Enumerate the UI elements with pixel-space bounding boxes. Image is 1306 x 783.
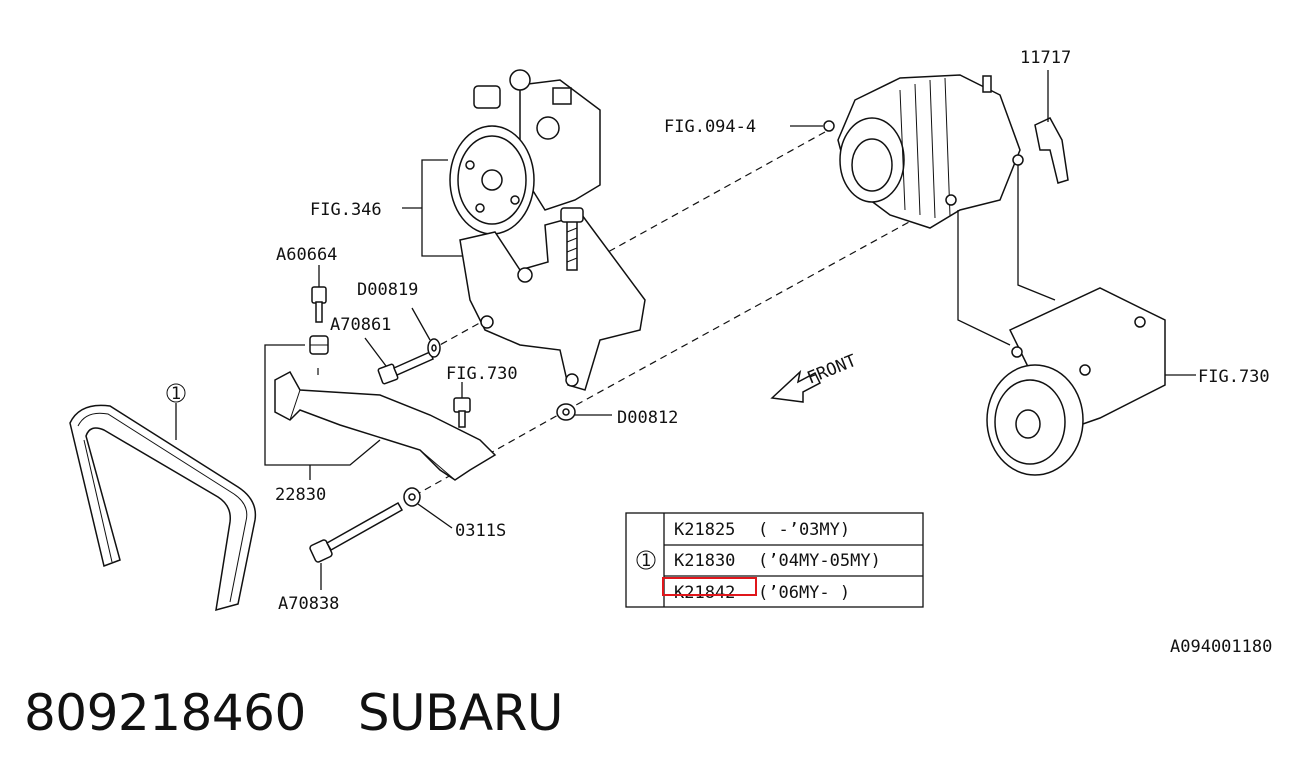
ac-compressor [986, 287, 1166, 476]
belt-ref-marker: 1 [166, 383, 186, 440]
figure-code: A094001180 [1170, 637, 1272, 657]
bolt-a60664 [311, 265, 327, 323]
label-11717: 11717 [1020, 48, 1071, 68]
fig346-bracket-lines [402, 159, 462, 257]
pump-bracket [459, 207, 646, 391]
washer-d00812 [556, 403, 612, 421]
bolt-a70861 [364, 337, 434, 385]
callout-labels: 11717 FIG.094-4 FIG.346 A60664 D00819 A7… [275, 48, 1272, 657]
part-number-cell: K21830 [674, 551, 735, 571]
power-steering-pump [449, 69, 601, 235]
table-row: K21825 ( -’03MY) [674, 520, 850, 540]
table-row: K21830 (’04MY-05MY) [674, 551, 881, 571]
bolt-a70838 [309, 501, 404, 590]
model-year-cell: (’04MY-05MY) [758, 551, 881, 571]
washer-d00819 [411, 307, 441, 358]
caption: 809218460 SUBARU [24, 684, 615, 742]
label-d00812: D00812 [617, 408, 678, 428]
label-22830: 22830 [275, 485, 326, 505]
part-number-cell: K21842 [674, 583, 735, 603]
label-a70861: A70861 [330, 315, 391, 335]
bracket-22830-lines [264, 344, 381, 480]
label-fig346: FIG.346 [310, 200, 382, 220]
label-a60664: A60664 [276, 245, 337, 265]
label-0311s: 0311S [455, 521, 506, 541]
alternator [823, 74, 1021, 229]
table-row: K21842 (’06MY- ) [674, 583, 850, 603]
belt-ref-number: 1 [171, 384, 181, 404]
part-number: 809218460 [24, 684, 306, 742]
alternator-stay-11717 [1012, 70, 1069, 184]
grommet [309, 335, 329, 355]
label-fig730-compressor: FIG.730 [1198, 367, 1270, 387]
compressor-leader-lines [957, 165, 1196, 376]
front-label: FRONT [804, 351, 859, 389]
compressor-bracket [274, 370, 497, 481]
parts-table: 1 K21825 ( -’03MY) K21830 (’04MY-05MY) K… [625, 512, 924, 608]
highlight-box [662, 577, 757, 596]
bolt-fig730 [453, 382, 471, 428]
label-a70838: A70838 [278, 594, 339, 614]
drive-belt [69, 404, 257, 612]
label-d00819: D00819 [357, 280, 418, 300]
front-arrow: FRONT [770, 351, 859, 403]
table-ref-marker: 1 [641, 551, 651, 571]
label-fig730-bolt: FIG.730 [446, 364, 518, 384]
washer-0311s [403, 487, 453, 529]
brand-name: SUBARU [357, 684, 564, 742]
part-number-cell: K21825 [674, 520, 735, 540]
model-year-cell: ( -’03MY) [758, 520, 850, 540]
model-year-cell: (’06MY- ) [758, 583, 850, 603]
label-fig094-4: FIG.094-4 [664, 117, 756, 137]
